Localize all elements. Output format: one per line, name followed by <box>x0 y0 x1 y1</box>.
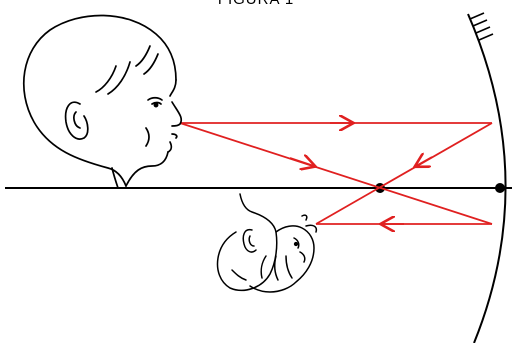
ray-incident-through-focus-arrow <box>289 158 314 166</box>
light-rays <box>179 122 493 225</box>
inverted-child-head-icon <box>216 193 318 293</box>
ray-reflected-through-focus <box>315 122 493 225</box>
concave-mirror-icon <box>467 12 507 343</box>
mirror-vertex <box>495 183 505 193</box>
ray-reflected-through-focus-arrow <box>416 157 433 166</box>
child-head-icon <box>22 14 183 189</box>
figure-caption: FIGURA 1 <box>0 0 512 8</box>
ray-incident-through-focus <box>179 122 493 225</box>
